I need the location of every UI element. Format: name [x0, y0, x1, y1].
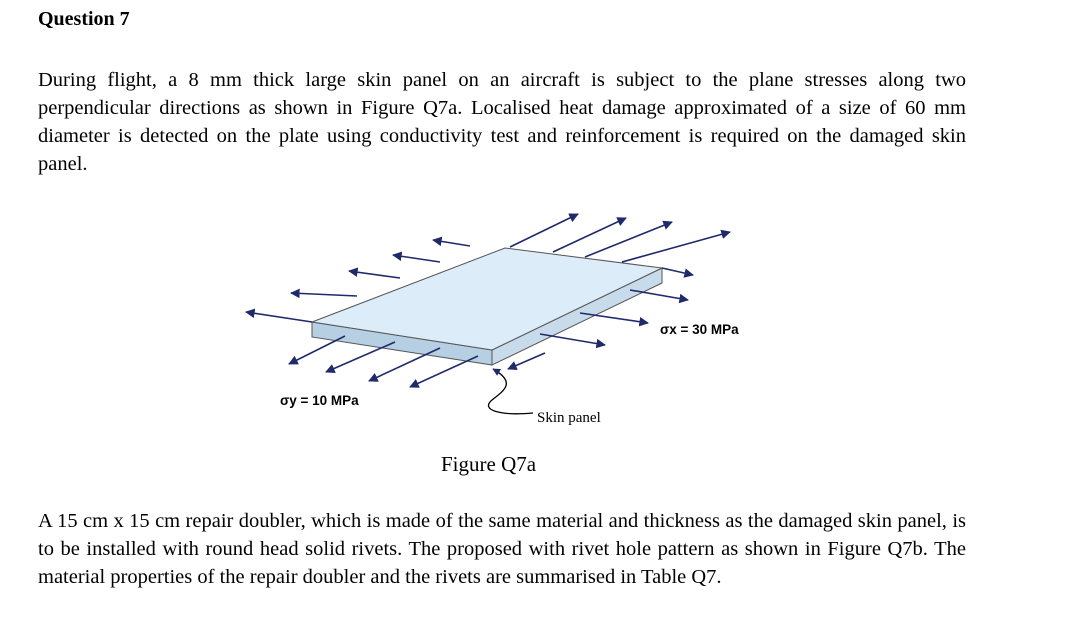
figure-caption: Figure Q7a [441, 452, 537, 476]
skin-panel-label: Skin panel [537, 410, 601, 426]
sigma-y-arrows-back [509, 213, 731, 263]
sigma-y-arrows-front [288, 335, 546, 388]
sigma-x-arrows-left [245, 236, 471, 323]
skin-panel-shape [310, 247, 664, 366]
skin-panel-leader [487, 368, 534, 415]
sigma-x-label: σx = 30 MPa [660, 322, 739, 337]
problem-paragraph-1: During flight, a 8 mm thick large skin p… [38, 69, 966, 175]
question-title: Question 7 [38, 8, 130, 30]
sigma-y-label: σy = 10 MPa [280, 393, 359, 408]
problem-paragraph-2: A 15 cm x 15 cm repair doubler, which is… [38, 510, 966, 588]
sigma-x-arrows-right [539, 267, 694, 349]
